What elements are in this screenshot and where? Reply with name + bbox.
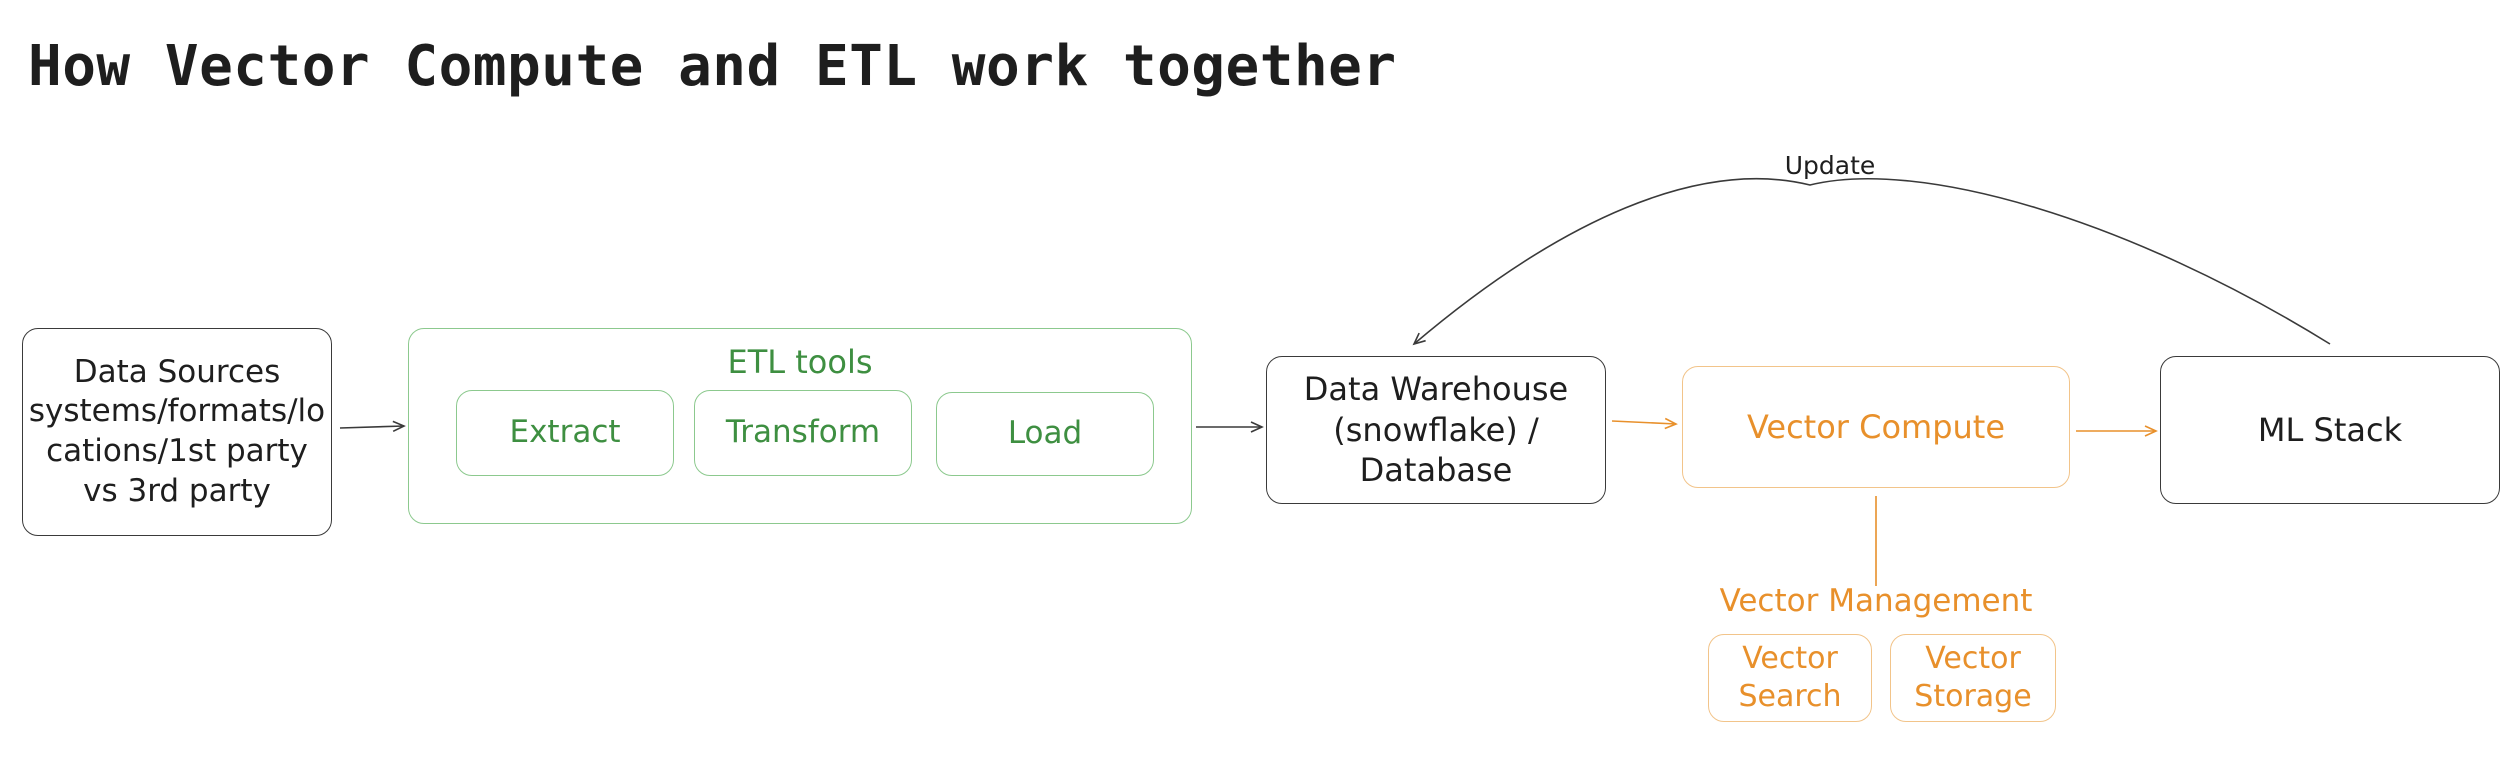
data-sources-line-1: Data Sources <box>73 353 281 390</box>
transform-label: Transform <box>725 414 881 451</box>
arrow-update-ml-to-warehouse <box>1412 177 2331 346</box>
update-edge-label: Update <box>1784 151 1876 180</box>
vector-compute-label: Vector Compute <box>1746 407 2006 446</box>
data-warehouse-node: Data Warehouse (snowflake) / Database <box>1266 356 1606 504</box>
extract-label: Extract <box>509 414 621 451</box>
data-sources-node: Data Sources systems/formats/lo cations/… <box>22 328 332 536</box>
vector-management-label: Vector Management <box>1719 583 2033 619</box>
arrow-warehouse-to-vector-compute <box>1611 417 1678 430</box>
vector-storage-line-2: Storage <box>1914 679 2032 714</box>
vector-search-line-2: Search <box>1738 679 1842 714</box>
data-warehouse-line-1: Data Warehouse <box>1303 369 1569 408</box>
page-title: How Vector Compute and ETL work together <box>28 34 1397 99</box>
data-sources-line-2: systems/formats/lo <box>28 393 326 430</box>
load-label: Load <box>1007 415 1083 452</box>
data-warehouse-line-3: Database <box>1359 451 1513 490</box>
vector-storage-line-1: Vector <box>1925 640 2021 676</box>
load-node: Load <box>936 392 1154 476</box>
extract-node: Extract <box>456 390 674 476</box>
vector-storage-node: Vector Storage <box>1890 634 2056 722</box>
vector-compute-node: Vector Compute <box>1682 366 2070 488</box>
ml-stack-node: ML Stack <box>2160 356 2500 504</box>
etl-tools-label: ETL tools <box>727 343 873 381</box>
ml-stack-label: ML Stack <box>2257 410 2403 449</box>
vector-search-line-1: Vector <box>1742 640 1838 676</box>
etl-tools-group <box>408 328 1192 524</box>
transform-node: Transform <box>694 390 912 476</box>
data-sources-line-3: cations/1st party <box>46 433 308 469</box>
arrow-sources-to-etl <box>339 420 406 433</box>
data-warehouse-line-2: (snowflake) / <box>1333 410 1539 449</box>
vector-search-node: Vector Search <box>1708 634 1872 722</box>
data-sources-line-4: vs 3rd party <box>83 472 271 509</box>
